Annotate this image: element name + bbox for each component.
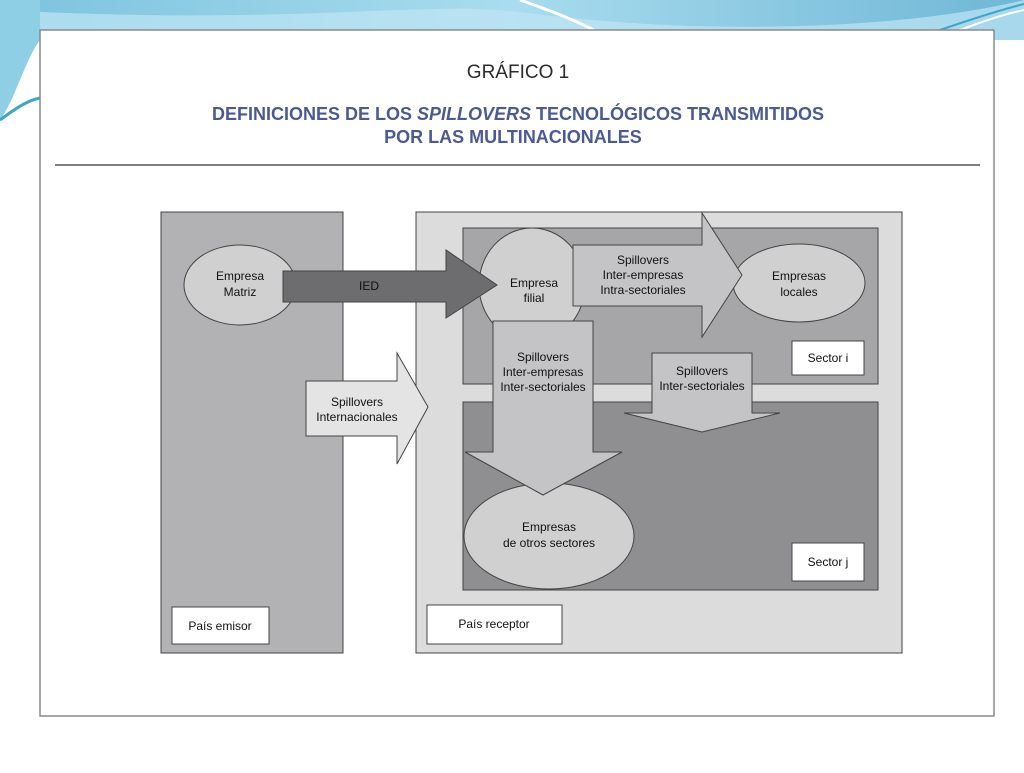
- spill-inter-emp-line3: Inter-sectoriales: [500, 380, 585, 394]
- spill-intra-line2: Inter-empresas: [603, 268, 684, 282]
- figure-label: GRÁFICO 1: [467, 62, 569, 83]
- spill-internacionales-line2: Internacionales: [316, 410, 397, 424]
- spill-intra-line3: Intra-sectoriales: [600, 283, 685, 297]
- empresa-filial-line2: filial: [524, 291, 545, 305]
- ied-arrow: [282, 249, 498, 319]
- ied-label: IED: [359, 279, 379, 293]
- figure-title-line2: POR LAS MULTINACIONALES: [384, 127, 642, 147]
- figure-title-line1: DEFINICIONES DE LOS SPILLOVERS TECNOLÓGI…: [212, 103, 824, 124]
- pais-emisor-label-box: [171, 606, 270, 645]
- spill-intra-line1: Spillovers: [617, 253, 669, 267]
- sector-j-label: Sector j: [808, 555, 849, 569]
- spillovers-inter-sectoriales-arrow: [623, 352, 781, 433]
- empresa-matriz-line1: Empresa: [216, 269, 264, 283]
- spill-internacionales-line1: Spillovers: [331, 395, 383, 409]
- spill-inter-emp-line1: Spillovers: [517, 350, 569, 364]
- spillovers-inter-empresas-arrow: [464, 320, 623, 496]
- empresas-otros-line1: Empresas: [522, 520, 576, 534]
- pais-emisor-label: País emisor: [188, 619, 251, 633]
- sector-i-label-box: [791, 340, 865, 376]
- spill-inter-sect-line2: Inter-sectoriales: [659, 379, 744, 393]
- empresa-filial-line1: Empresa: [510, 276, 558, 290]
- pais-receptor-label-box: [426, 604, 563, 645]
- empresas-locales-line2: locales: [780, 285, 817, 299]
- sector-j-label-box: [791, 542, 865, 582]
- empresas-otros-line2: de otros sectores: [503, 536, 595, 550]
- sector-i-label: Sector i: [808, 351, 849, 365]
- empresa-matriz-line2: Matriz: [224, 285, 257, 299]
- spillovers-internacionales-arrow: [305, 351, 429, 465]
- spillovers-intra-sectoriales-arrow: [572, 211, 743, 339]
- spill-inter-sect-line1: Spillovers: [676, 364, 728, 378]
- spill-inter-emp-line2: Inter-empresas: [503, 365, 584, 379]
- pais-receptor-label: País receptor: [458, 617, 529, 631]
- empresas-locales-line1: Empresas: [772, 269, 826, 283]
- empresas-locales-node: [732, 243, 866, 323]
